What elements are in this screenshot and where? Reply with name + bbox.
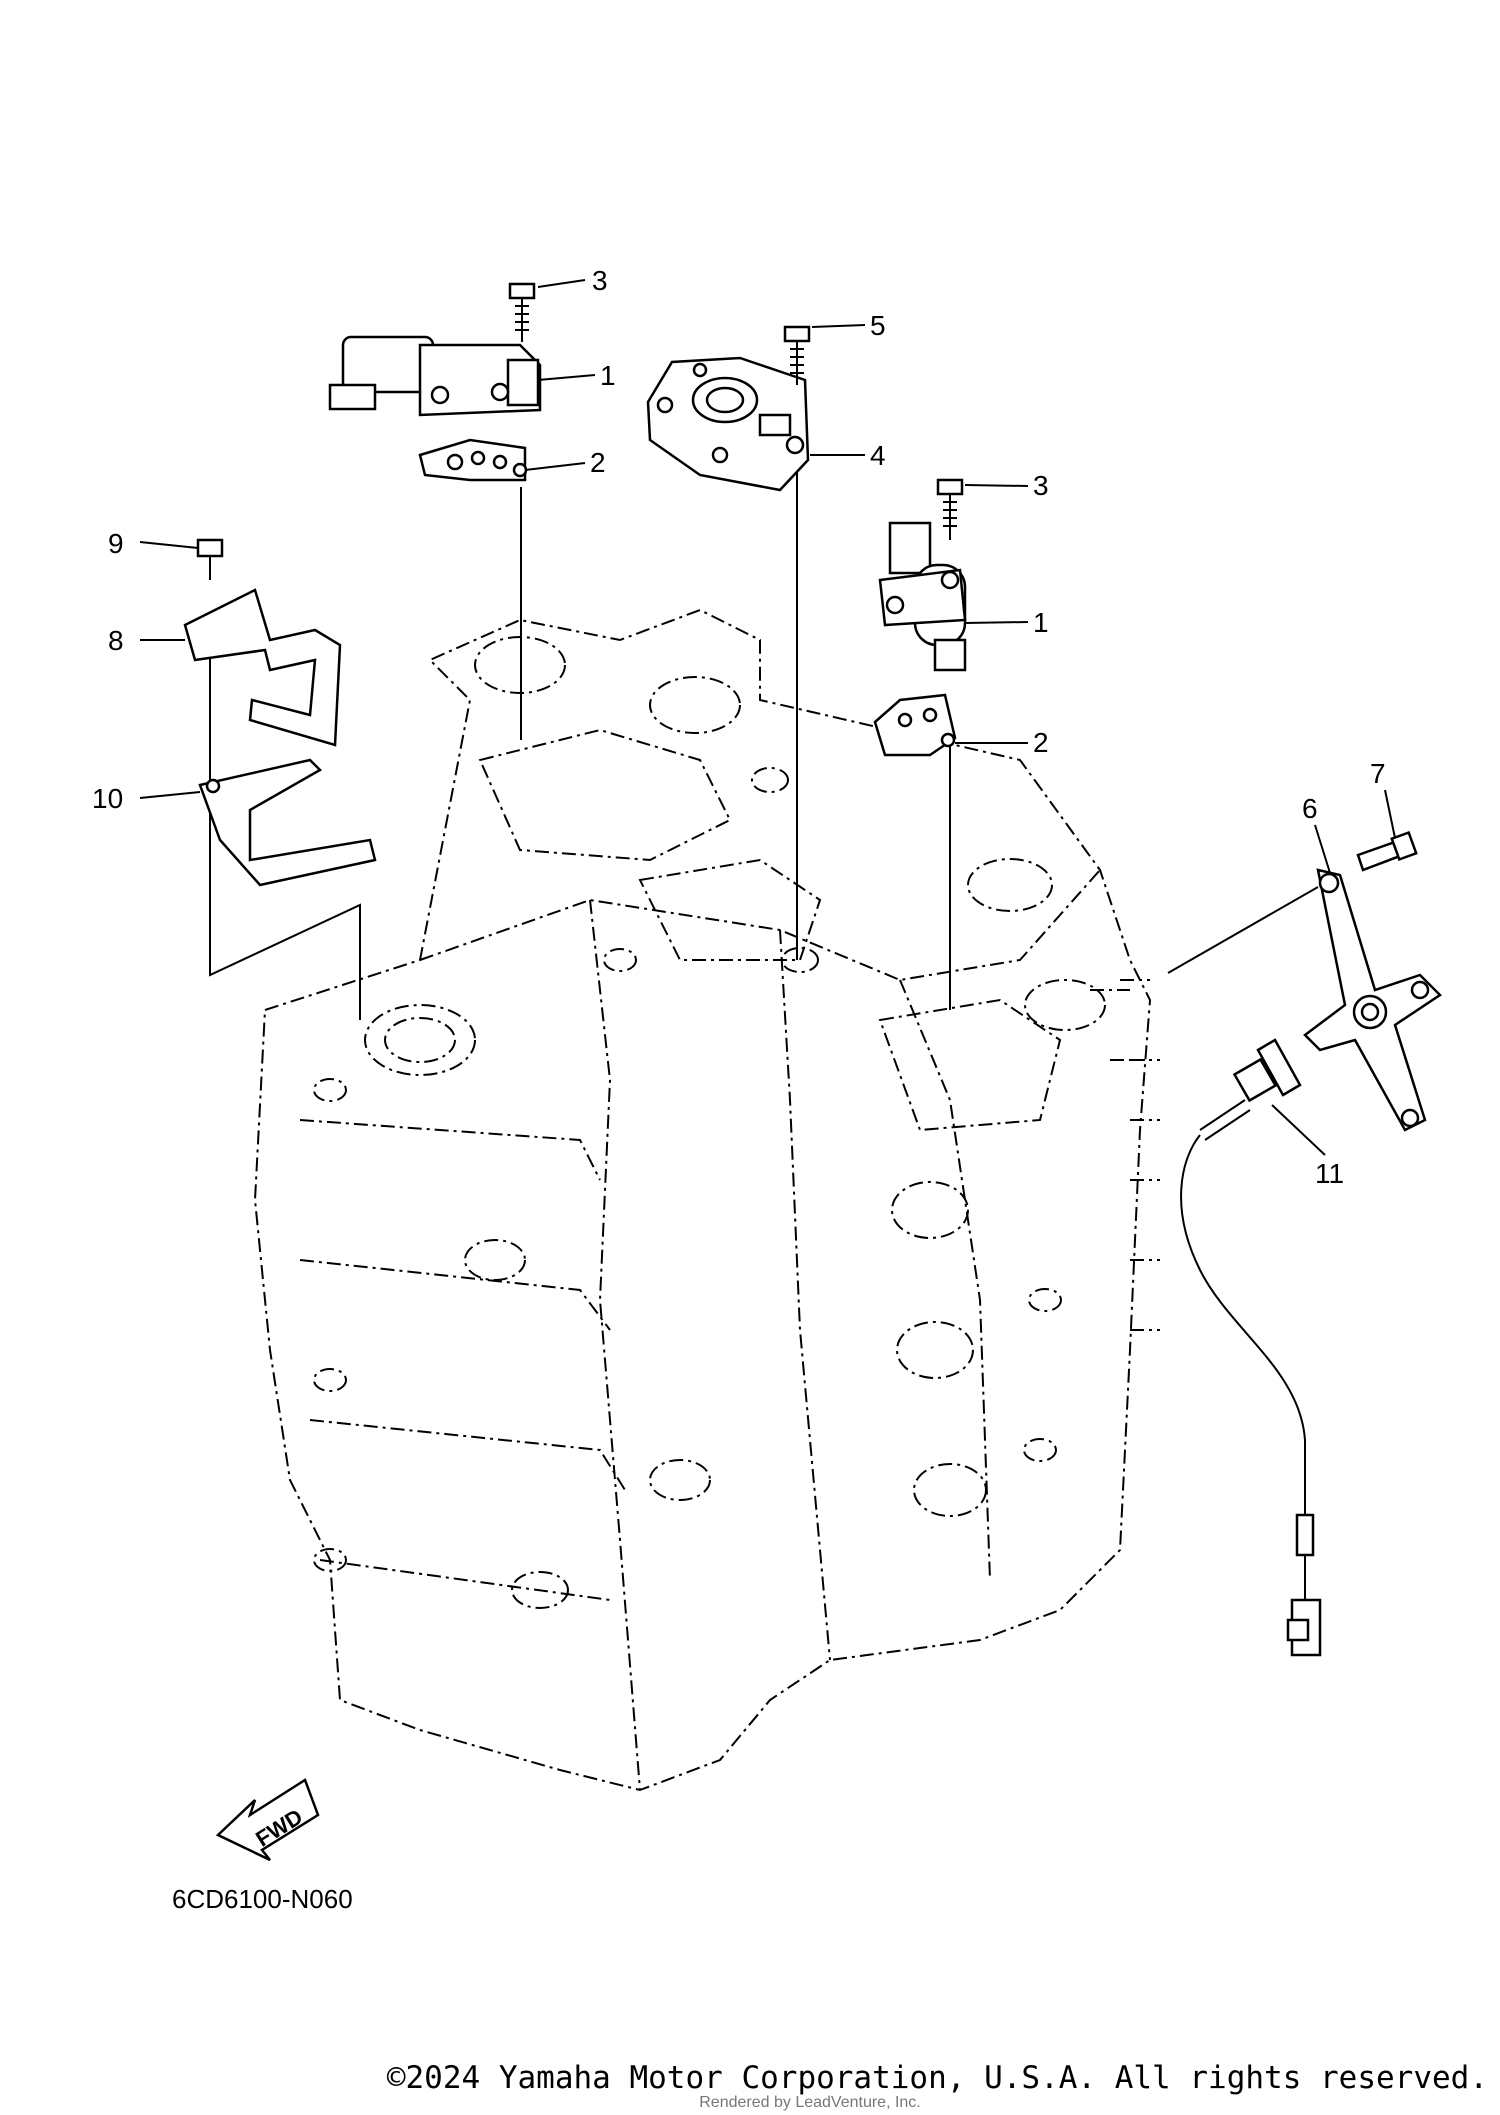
oil-control-valve-part-1-left — [328, 335, 542, 417]
callout-11: 11 — [1315, 1158, 1344, 1189]
parts-diagram: 3 1 2 5 4 3 1 2 9 8 10 7 6 11 FWD 6CD610… — [92, 265, 1442, 1914]
rendered-by-text: Rendered by LeadVenture, Inc. — [699, 2094, 921, 2111]
rendered-by-notice: Rendered by LeadVenture, Inc. — [0, 2094, 1500, 2112]
callout-4: 4 — [870, 440, 886, 471]
forward-direction-arrow: FWD — [215, 1778, 320, 1862]
bolt-part-5 — [783, 325, 811, 385]
diagram-code: 6CD6100-N060 — [172, 1884, 353, 1914]
callout-1-right: 1 — [1033, 607, 1049, 638]
knock-sensor-part-11 — [1180, 1038, 1322, 1657]
callout-2-left: 2 — [590, 447, 606, 478]
gasket-part-2-left — [418, 438, 528, 482]
cylinder-block — [253, 608, 1160, 1792]
callout-9: 9 — [108, 528, 124, 559]
bolt-part-7 — [1356, 830, 1418, 872]
callout-1-left: 1 — [600, 360, 616, 391]
bracket-part-6 — [1303, 868, 1442, 1132]
callout-3-left: 3 — [592, 265, 608, 296]
callout-10: 10 — [92, 783, 123, 814]
plate-part-10 — [198, 758, 377, 887]
callout-8: 8 — [108, 625, 124, 656]
callout-2-right: 2 — [1033, 727, 1049, 758]
copyright-text: ©2024 Yamaha Motor Corporation, U.S.A. A… — [386, 2060, 1488, 2096]
bolt-part-3-left — [508, 282, 536, 342]
callout-6: 6 — [1302, 793, 1318, 824]
gasket-part-2-right — [873, 693, 957, 757]
copyright-notice: ©2024 Yamaha Motor Corporation, U.S.A. A… — [0, 2060, 1500, 2096]
assembly-lines — [209, 445, 1319, 1020]
bolt-part-9 — [196, 538, 224, 580]
cover-part-4 — [646, 356, 810, 492]
callout-7: 7 — [1370, 758, 1386, 789]
callout-5: 5 — [870, 310, 886, 341]
bracket-part-8 — [183, 588, 342, 747]
bolt-part-3-right — [936, 478, 964, 540]
callout-3-right: 3 — [1033, 470, 1049, 501]
oil-control-valve-part-1-right — [878, 521, 967, 672]
callout-leaders — [139, 279, 1396, 1156]
